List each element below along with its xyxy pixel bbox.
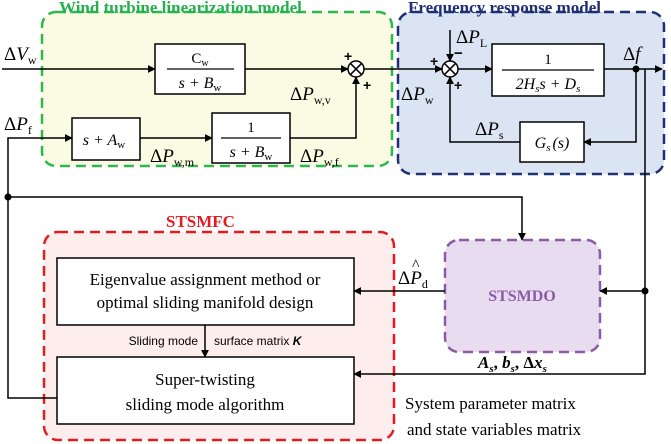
dpf-to-stsmdo-line	[8, 196, 526, 241]
bw-numerator: 1	[247, 120, 255, 136]
plus-sign-freq-left: +	[430, 53, 438, 69]
dps-label: ΔPs	[475, 119, 504, 142]
junction-dot-dpf	[4, 193, 12, 201]
junction-dot-df	[632, 65, 640, 73]
eigenvalue-block	[56, 257, 355, 326]
system-matrices-label: As, bs, Δxs	[477, 353, 547, 375]
aw-text: s + Aw	[83, 132, 126, 151]
sum-junction-frequency	[441, 60, 459, 78]
plant-denominator: 2Hss + Ds	[516, 76, 581, 95]
dpwv-label: ΔPw,v	[290, 84, 331, 107]
aw-block	[71, 117, 141, 161]
dpd-hat: ^	[412, 257, 420, 274]
df-label: Δf	[623, 44, 643, 65]
gs-text: Gs(s)	[535, 135, 570, 154]
wind-model-title: Wind turbine linearization model	[59, 0, 302, 17]
cw-numerator: Cw	[191, 51, 209, 69]
plant-numerator: 1	[544, 52, 552, 68]
cw-denominator: s + Bw	[179, 75, 222, 94]
sliding-mode-left-label: Sliding mode	[129, 334, 199, 348]
df-measure-line	[353, 69, 646, 378]
plus-sign-wind-bottom: +	[363, 77, 371, 93]
eigenvalue-line1: Eigenvalue assignment method or	[90, 270, 321, 289]
dpd-label: ^ ΔPd	[398, 257, 428, 291]
bw-denominator: s + Bw	[230, 144, 273, 163]
dpf-loop-line	[7, 134, 73, 399]
stsmdo-title: STSMDO	[488, 288, 556, 305]
dpf-label: ΔPf	[4, 114, 32, 137]
gs-block	[519, 121, 585, 163]
super-twisting-line2: sliding mode algorithm	[126, 395, 285, 414]
junction-dot-stsmdo	[641, 287, 649, 295]
dpw-label: ΔPw	[401, 84, 434, 107]
sliding-mode-right-label: surface matrix K	[214, 334, 303, 348]
bw-to-sum-line	[290, 76, 360, 139]
stsmdo-block	[443, 238, 602, 354]
super-twisting-line1: Super-twisting	[155, 370, 255, 389]
dvw-label: ΔVw	[4, 44, 37, 67]
df-to-gs-line	[583, 69, 637, 146]
stsmfc-title: STSMFC	[166, 212, 235, 231]
plus-sign-freq-bottom: +	[454, 77, 462, 93]
dpl-label: ΔPL	[456, 27, 487, 50]
plus-sign-wind-top: +	[344, 48, 352, 64]
super-twisting-block	[56, 356, 355, 425]
minus-sign-freq-top: −	[454, 45, 463, 62]
system-parameter-text: System parameter matrix	[405, 394, 576, 413]
frequency-model-title: Frequency response model	[408, 0, 601, 17]
svg-text:ΔPd: ΔPd	[398, 268, 428, 291]
dpwm-label: ΔPw,m	[150, 146, 195, 169]
eigenvalue-line2: optimal sliding manifold design	[97, 293, 314, 312]
dps-feedback-line	[446, 76, 520, 143]
dpwf-label: ΔPw,f	[300, 146, 339, 169]
state-variables-text: and state variables matrix	[407, 420, 582, 439]
